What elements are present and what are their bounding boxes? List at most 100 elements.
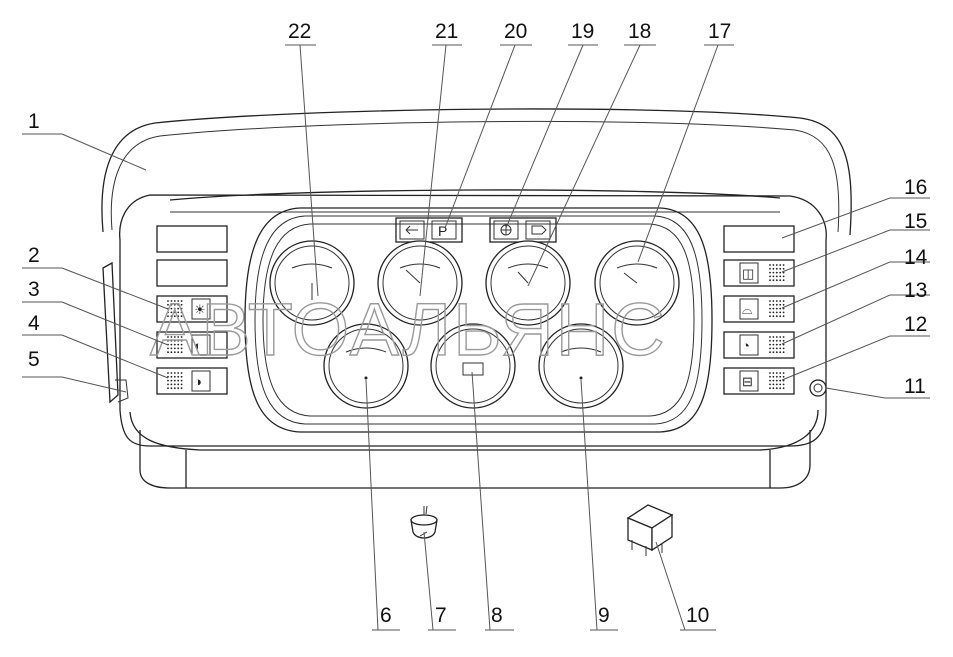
grille-dot [180,375,183,378]
grille-dot [180,336,183,338]
grille-dot [782,315,785,318]
grille-dot [782,264,785,266]
left-rocker-switch-3[interactable]: ◐ [156,331,228,359]
grille-dot [782,387,785,390]
grille-dot [772,279,775,282]
grille-dot [180,339,183,342]
grille-dot [775,379,778,382]
grille-dot [769,279,771,282]
grille-dot [775,387,778,390]
grille-dot [177,339,180,342]
grille-dot [772,336,775,338]
grille-dot [772,375,775,378]
grille-dot [775,307,778,310]
grille-dot [775,279,778,282]
grille-dot [180,379,183,382]
grille-dot [775,383,778,386]
grille-dot [782,379,785,382]
grille-dot [167,351,169,354]
turn-left-indicator-icon [405,225,418,235]
grille-dot [775,347,778,350]
grille-dot [775,267,778,270]
grille-dot [167,336,169,338]
grille-dot [170,387,173,390]
grille-dot [170,311,173,314]
callout-4: 4 [28,312,40,335]
grille-dot [775,351,778,354]
grille-dot [772,351,775,354]
grille-dot [173,375,176,378]
grille-dot [170,379,173,382]
grille-dot [779,315,782,318]
right-rocker-switch-12[interactable]: ⊟ [723,367,795,395]
grille-dot [177,343,180,346]
grille-dot [779,311,782,314]
grille-dot [769,315,771,318]
grille-dot [170,315,173,318]
grille-dot [782,372,785,374]
grille-dot [769,343,771,346]
grille-dot [177,311,180,314]
grille-dot [167,379,169,382]
grille-dot [180,372,183,374]
grille-dot [775,311,778,314]
left-rocker-switch-2[interactable]: ☀ [156,295,228,323]
grille-dot [772,300,775,302]
grille-dot [775,372,778,374]
callout-16: 16 [904,176,927,199]
panel-housing [101,108,852,489]
callout-14: 14 [904,246,928,269]
grille-dot [769,347,771,350]
grille-dot [772,383,775,386]
grille-dot [180,307,183,310]
grille-dot [779,300,782,302]
left-rocker-switch-5[interactable]: ◑ [156,367,228,395]
grille-dot [782,307,785,310]
grille-dot [180,303,183,306]
grille-dot [177,351,180,354]
grille-dot [779,264,782,266]
grille-dot [173,311,176,314]
grille-dot [775,343,778,346]
right-rocker-switch-13[interactable]: ◔ [723,331,795,359]
grille-dot [167,383,169,386]
grille-dot [782,336,785,338]
grille-dot [769,383,771,386]
callout-9: 9 [598,604,610,627]
grille-dot [772,379,775,382]
right-rocker-switch-15[interactable]: ◫ [723,259,795,287]
grille-dot [782,300,785,302]
grille-dot [779,339,782,342]
rotary-knob-11[interactable] [809,379,827,397]
grille-dot [779,372,782,374]
grille-dot [775,339,778,342]
grille-dot [170,307,173,310]
grille-dot [173,379,176,382]
grille-dot [167,315,169,318]
grille-dot [782,339,785,342]
grille-dot [779,303,782,306]
gauge-8 [430,323,516,409]
grille-dot [170,343,173,346]
callout-22: 22 [288,20,311,43]
grille-dot [782,267,785,270]
grille-dot [775,271,778,274]
parking-brake-indicator: P [438,223,447,239]
grille-dot [167,300,169,302]
grille-dot [775,275,778,278]
grille-dot [772,264,775,266]
interlock-icon: ⊟ [742,374,753,389]
grille-dot [170,303,173,306]
grille-dot [173,372,176,374]
grille-dot [167,303,169,306]
callout-15: 15 [904,210,927,233]
right-rocker-switch-14[interactable]: ⌓ [723,295,795,323]
grille-dot [779,347,782,350]
grille-dot [775,375,778,378]
grille-dot [782,383,785,386]
grille-dot [769,267,771,270]
callout-19: 19 [571,20,594,43]
buzzer-7 [410,505,438,539]
grille-dot [772,347,775,350]
